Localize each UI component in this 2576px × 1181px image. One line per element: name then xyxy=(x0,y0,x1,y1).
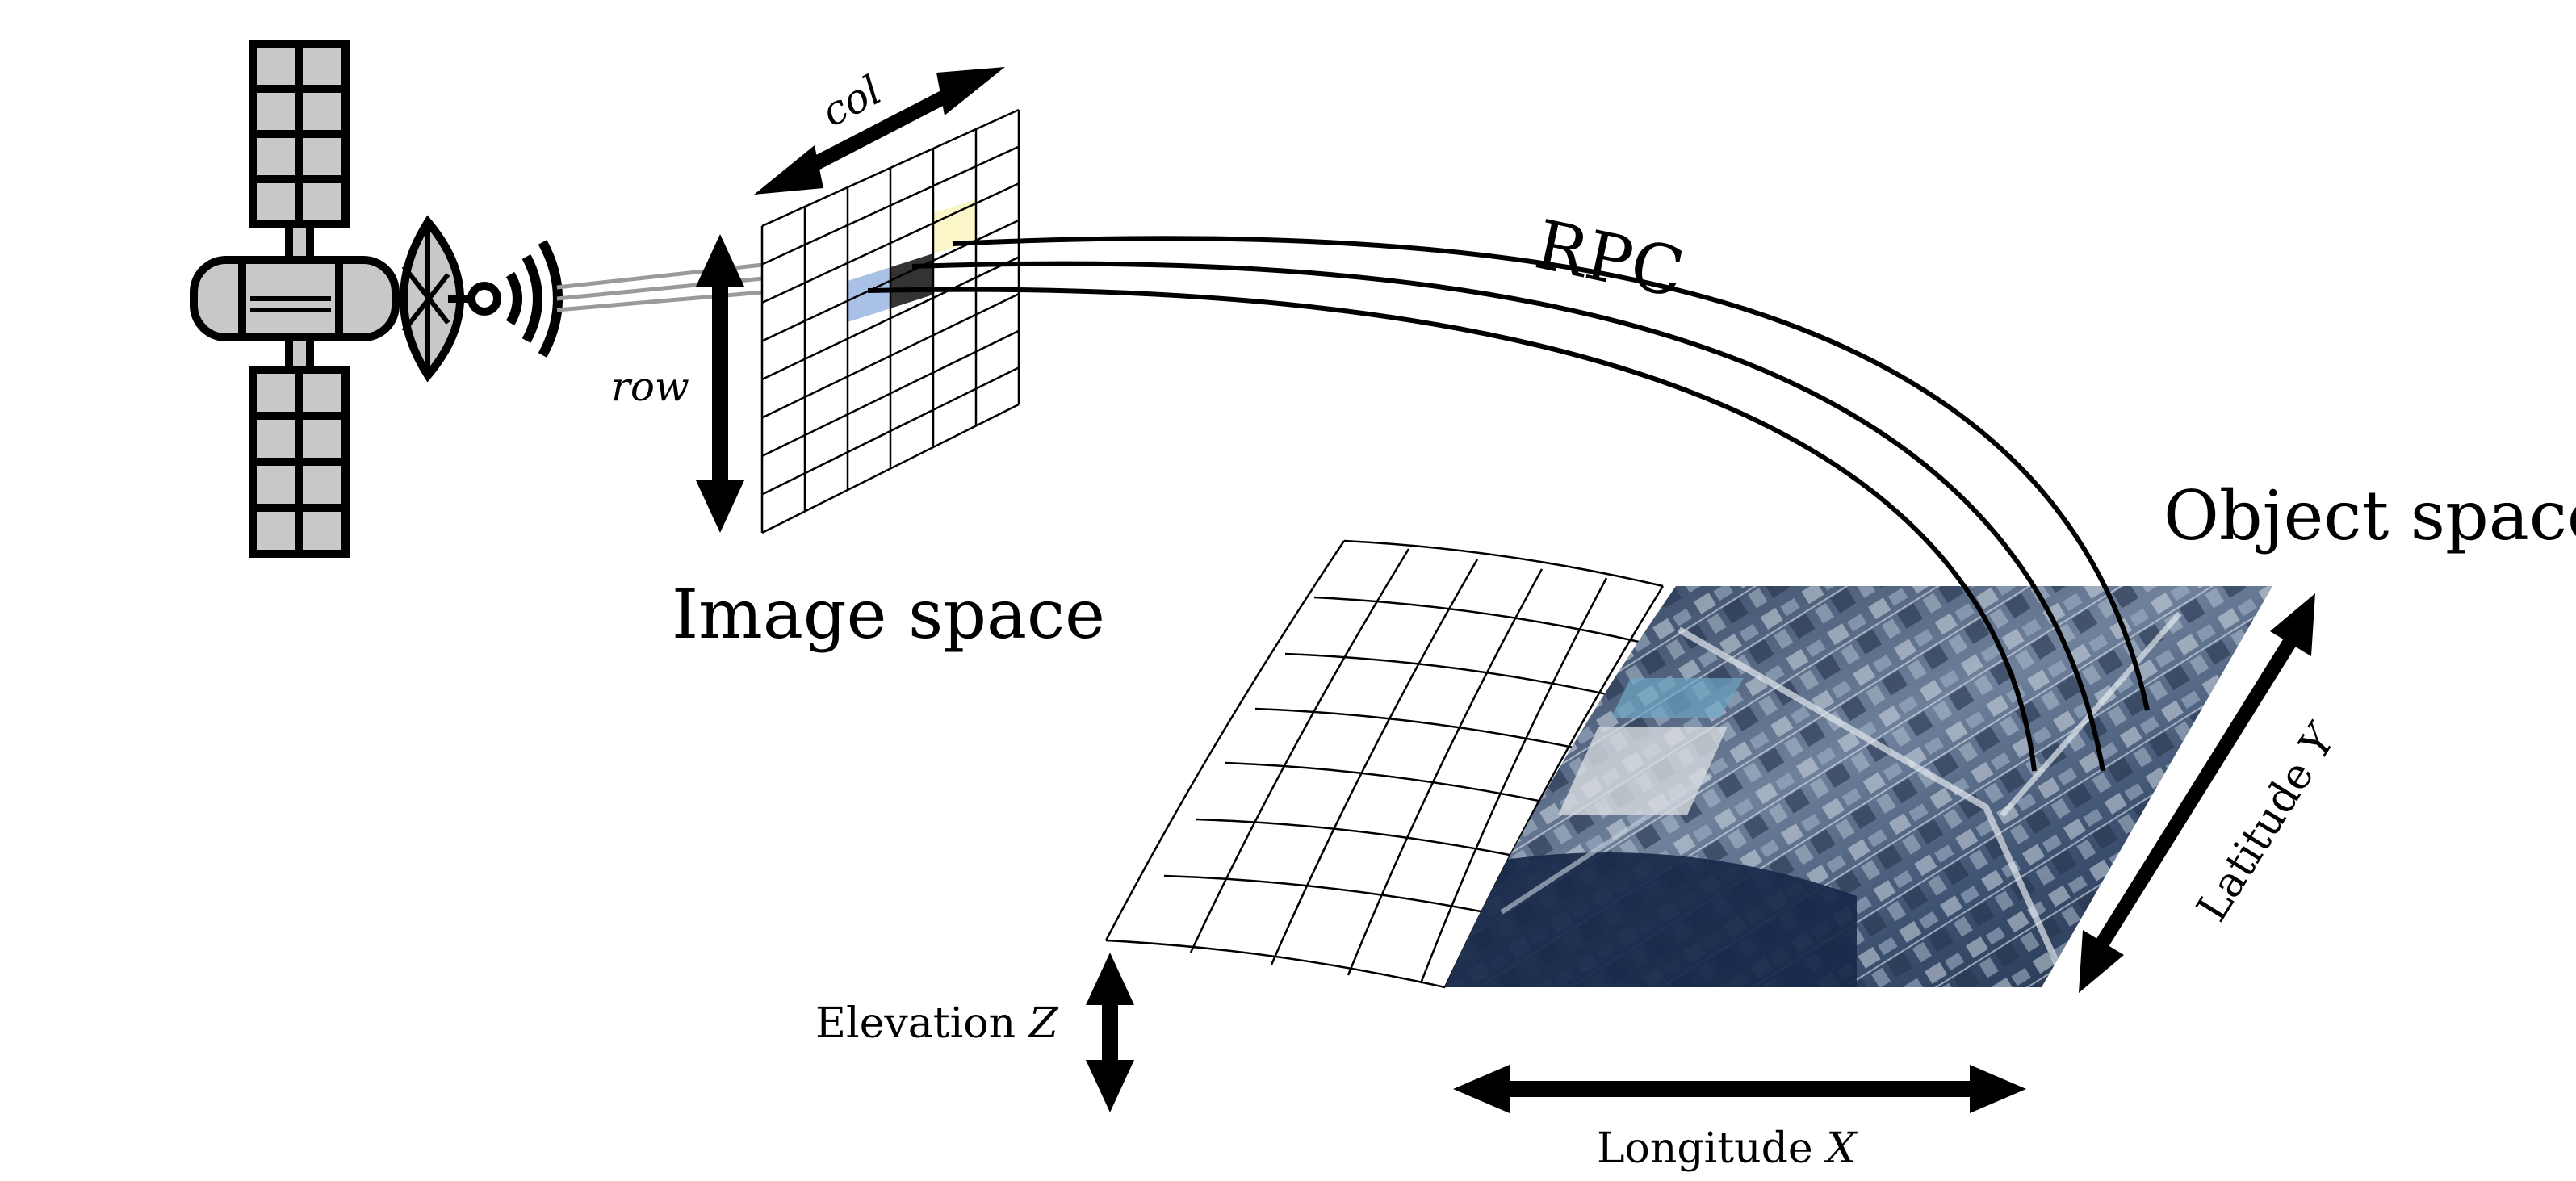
object-grid-row-line xyxy=(1313,596,1640,643)
pixel-highlight-blue xyxy=(848,267,890,322)
object-grid-row-line xyxy=(1254,707,1590,752)
object-grid-row-line xyxy=(1196,818,1535,861)
object-grid-col-line xyxy=(1104,540,1346,941)
latitude-label: Latitude Y xyxy=(2188,714,2348,930)
satellite-icon xyxy=(190,40,563,558)
image-space-label: Image space xyxy=(672,575,1105,654)
row-arrow xyxy=(696,234,744,533)
object-grid-row-line xyxy=(1225,761,1563,807)
grid-row-line xyxy=(761,292,1020,419)
grid-row-line xyxy=(761,182,1020,304)
solar-panel-bottom xyxy=(249,366,350,558)
antenna-dish-icon xyxy=(400,215,501,383)
elevation-arrow xyxy=(1086,953,1134,1112)
object-grid-row-line xyxy=(1284,652,1615,697)
latitude-arrow xyxy=(2079,593,2315,993)
object-grid-col-line xyxy=(1419,577,1608,984)
grid-row-line xyxy=(761,145,1020,266)
object-space-label: Object space xyxy=(2163,476,2576,555)
longitude-label: Longitude X xyxy=(1597,1124,1858,1173)
grid-row-line xyxy=(761,366,1020,496)
object-grid-row-line xyxy=(1163,874,1506,918)
grid-row-line xyxy=(761,256,1020,381)
object-grid-row-line xyxy=(1105,939,1446,989)
rpc-rays xyxy=(867,236,2150,772)
grid-row-line xyxy=(761,329,1020,458)
object-grid-col-line xyxy=(1347,568,1544,976)
row-label: row xyxy=(611,363,689,410)
image-space-grid xyxy=(760,108,1020,534)
col-arrow xyxy=(754,67,1005,195)
longitude-arrow xyxy=(1453,1065,2026,1113)
elevation-label: Elevation Z xyxy=(815,999,1059,1048)
pixel-highlight-yellow xyxy=(933,199,976,253)
rpc-label: RPC xyxy=(1529,205,1690,313)
grid-row-line xyxy=(761,403,1020,534)
satellite-body xyxy=(190,256,400,341)
object-grid-row-line xyxy=(1343,539,1664,588)
signal-waves-icon xyxy=(505,240,563,358)
solar-panel-top xyxy=(249,40,350,228)
grid-row-line xyxy=(761,108,1020,228)
object-grid-col-line xyxy=(1270,559,1479,965)
aerial-image xyxy=(1445,586,2272,987)
object-grid-col-line xyxy=(1189,548,1410,953)
